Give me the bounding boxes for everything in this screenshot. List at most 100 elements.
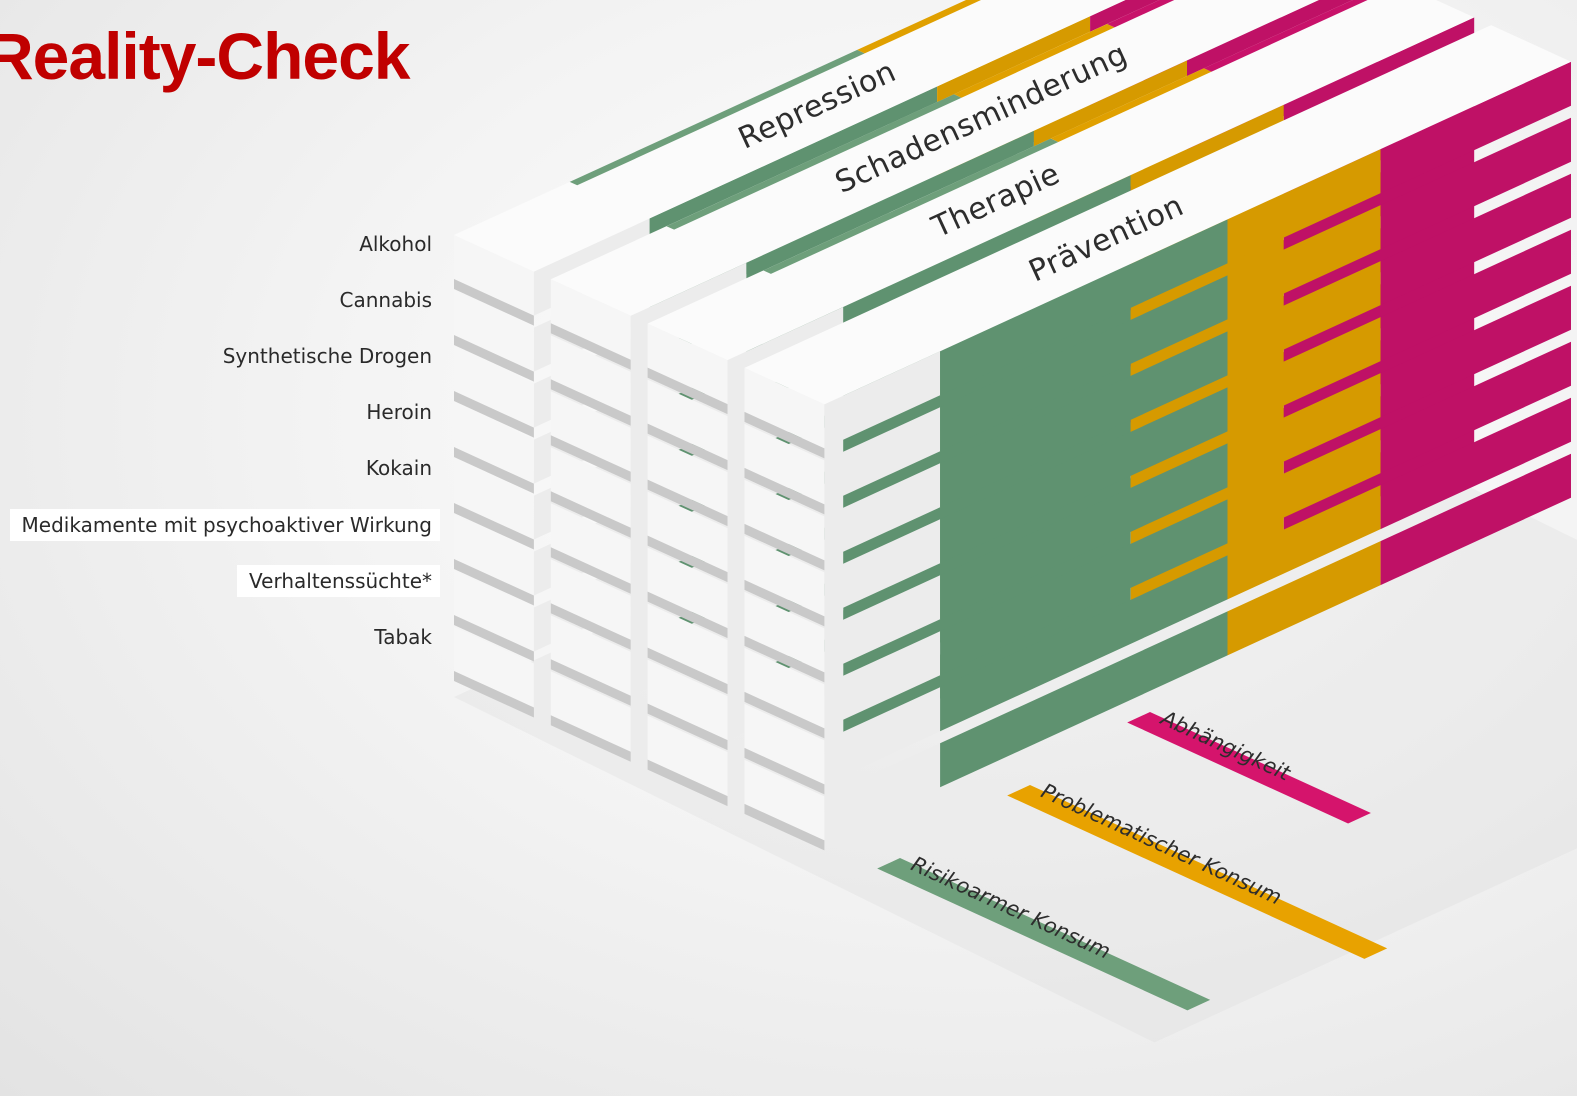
slab-end-face: [647, 547, 728, 629]
slab-gap-shadow: [454, 503, 534, 550]
slab-gap-shadow: [550, 379, 631, 426]
slab-gap-shadow: [454, 671, 534, 718]
slab-gap-shadow: [454, 615, 534, 662]
slab-end-face: [454, 403, 534, 484]
slab-gap-shadow: [647, 423, 728, 471]
slab-gap-shadow: [454, 447, 534, 494]
slab-stack3-row4: [744, 285, 1571, 683]
slab-gap-shadow: [550, 547, 631, 594]
slab-end-face: [744, 367, 825, 449]
slab-gap-shadow: [647, 647, 728, 695]
slab-end-face: [647, 323, 728, 405]
slab-gap-shadow: [647, 759, 728, 807]
slab-end-face: [647, 379, 728, 461]
slab-top-face: [744, 25, 1571, 405]
slab-side-segment: [1380, 341, 1571, 474]
slab-side-segment: [824, 351, 941, 449]
slab-side-segment: [1227, 485, 1381, 600]
slab-top-stripe: [569, 49, 865, 186]
slab-side-segment: [1380, 173, 1571, 306]
consumption-tag-band: [1007, 785, 1388, 959]
slab-gap-shadow: [550, 603, 631, 650]
slide-title: Reality-Check: [0, 19, 411, 93]
slab-side-segment: [940, 555, 1228, 732]
slab-top-stripe: [1203, 0, 1368, 72]
slab-end-face: [550, 671, 631, 752]
slab-gap-shadow: [454, 335, 534, 382]
slab-top-stripe: [1107, 0, 1175, 28]
slab-end-face: [744, 535, 825, 617]
slab-gap-shadow: [744, 411, 825, 459]
slab-end-face: [550, 559, 631, 640]
slab-stack3-row1: [744, 117, 1571, 515]
slab-gap-shadow: [647, 367, 728, 415]
slab-side-segment: [1380, 229, 1571, 362]
slab-gap-shadow: [550, 435, 631, 482]
slab-side-segment: [1227, 261, 1381, 376]
slab-end-face: [454, 627, 534, 708]
slab-side-segment: [940, 611, 1228, 788]
slab-end-face: [550, 279, 631, 360]
slab-stack3-row3: [744, 229, 1571, 627]
slab-end-face: [550, 335, 631, 416]
slab-gap-shadow: [550, 491, 631, 538]
slab-top-stripe: [954, 24, 1115, 98]
slab-side-segment: [824, 743, 941, 841]
slab-top-stripe: [666, 94, 962, 230]
slab-gap-shadow: [454, 559, 534, 606]
slab-end-face: [454, 347, 534, 428]
slab-top-face: [454, 0, 1126, 272]
slab-end-face: [454, 571, 534, 652]
slab-side-segment: [940, 387, 1228, 564]
slab-side-segment: [1227, 373, 1381, 488]
slab-end-face: [744, 423, 825, 505]
slab-end-face: [744, 647, 825, 729]
slab-side-segment: [1380, 397, 1571, 530]
slab-top-face: [647, 0, 1475, 361]
slab-gap-shadow: [647, 591, 728, 639]
slab-end-face: [454, 459, 534, 540]
slab-end-face: [647, 659, 728, 741]
slab-stack3-row2: [744, 173, 1571, 571]
slab-side-segment: [824, 575, 941, 673]
approach-stack-3: Prävention: [744, 25, 1571, 851]
slab-top-stripe: [763, 138, 1059, 274]
slab-end-face: [744, 703, 825, 785]
slab-side-segment: [1380, 285, 1571, 418]
slab-side-segment: [824, 519, 941, 617]
slab-end-face: [550, 503, 631, 584]
slab-side-segment: [940, 219, 1228, 396]
slab-side-segment: [824, 631, 941, 729]
slab-gap-shadow: [744, 803, 825, 851]
slab-end-face: [550, 447, 631, 528]
slab-side-segment: [824, 687, 941, 785]
slab-end-face: [647, 603, 728, 685]
slab-side-segment: [1227, 317, 1381, 432]
slab-side-segment: [1227, 429, 1381, 544]
approach-stacks: RepressionSchadensminderungTherapiePräve…: [454, 0, 1571, 851]
slab-side-segment: [1227, 541, 1381, 656]
slab-gap-shadow: [550, 715, 631, 762]
consumption-tag-band: [877, 858, 1211, 1011]
slab-gap-shadow: [744, 747, 825, 795]
slab-end-face: [744, 759, 825, 841]
slab-gap-shadow: [647, 535, 728, 583]
slab-gap-shadow: [744, 635, 825, 683]
slab-gap-shadow: [454, 279, 534, 326]
slab-top-face: [550, 0, 1319, 316]
slab-gap-shadow: [550, 659, 631, 706]
slab-gap-shadow: [647, 703, 728, 751]
slab-side-segment: [940, 331, 1228, 508]
slab-side-segment: [1227, 149, 1381, 264]
slab-end-face: [647, 491, 728, 573]
slab-gap-shadow: [744, 691, 825, 739]
slab-end-face: [454, 515, 534, 596]
slab-top-stripe: [1050, 68, 1212, 142]
slab-side-segment: [940, 275, 1228, 452]
slab-stack3-row7: [744, 453, 1571, 851]
slab-side-segment: [940, 443, 1228, 620]
slab-gap-shadow: [647, 479, 728, 527]
slab-top-stripe: [857, 0, 981, 54]
slab-side-segment: [1380, 117, 1571, 250]
